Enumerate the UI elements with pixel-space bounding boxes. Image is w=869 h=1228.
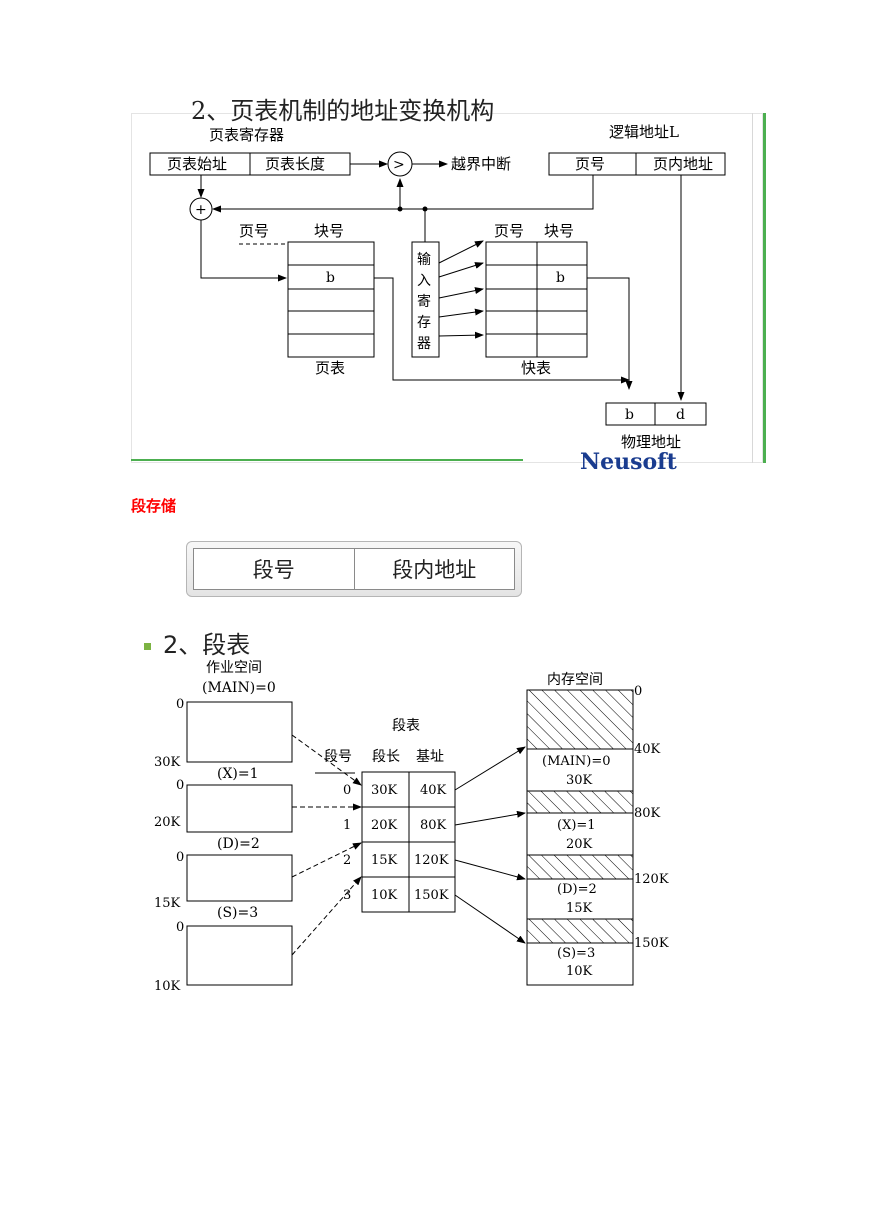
page-table-col-page: 页号 xyxy=(239,222,269,240)
overflow-interrupt-label: 越界中断 xyxy=(451,155,511,173)
physical-address-box xyxy=(605,402,707,426)
job-seg2-start: 0 xyxy=(176,850,184,865)
row2-len: 15K xyxy=(371,853,398,868)
job-seg1-name: (X)=1 xyxy=(217,766,259,782)
segment-offset-cell: 段内地址 xyxy=(353,549,515,589)
memory-free-2 xyxy=(526,854,634,880)
memory-seg3-name: (S)=3 xyxy=(557,946,595,961)
page-table-col-block: 块号 xyxy=(314,222,344,240)
row3-base: 150K xyxy=(414,888,449,903)
job-seg1-start: 0 xyxy=(176,778,184,793)
logical-page-no-label: 页号 xyxy=(575,155,605,173)
input-register-char-4: 存 xyxy=(417,315,431,331)
input-register-char-2: 入 xyxy=(417,273,431,289)
job-seg0-start: 0 xyxy=(176,697,184,712)
row3-no: 3 xyxy=(343,888,351,903)
tlb-col-block: 块号 xyxy=(544,222,574,240)
table-header-base: 基址 xyxy=(416,748,444,765)
segment-address-format: 段号 段内地址 xyxy=(186,541,522,597)
tlb-caption: 快表 xyxy=(521,359,551,377)
input-register-char-1: 输 xyxy=(417,252,431,268)
row3-len: 10K xyxy=(371,888,398,903)
row1-no: 1 xyxy=(343,818,351,833)
row0-no: 0 xyxy=(343,783,351,798)
input-register-char-5: 器 xyxy=(417,336,431,352)
job-seg0-end: 30K xyxy=(154,755,181,770)
memory-seg0-size: 30K xyxy=(566,773,593,788)
page-table-register-label: 页表寄存器 xyxy=(209,126,284,144)
physical-block: b xyxy=(625,407,634,423)
comparator-symbol: > xyxy=(393,157,405,173)
page-table-caption: 页表 xyxy=(315,359,345,377)
segment-table-title: 2、段表 xyxy=(144,625,250,660)
logical-offset-label: 页内地址 xyxy=(653,155,713,173)
page-table-length-label: 页表长度 xyxy=(265,155,325,173)
logical-address-label: 逻辑地址L xyxy=(609,123,679,141)
row0-len: 30K xyxy=(371,783,398,798)
paging-diagram: 2、页表机制的地址变换机构 页表寄存器 页表始址 页表长度 > 越界中断 逻辑地… xyxy=(131,97,726,475)
memory-free-0 xyxy=(526,689,634,750)
job-seg2-name: (D)=2 xyxy=(217,836,260,852)
memory-seg3-size: 10K xyxy=(566,964,593,979)
bullet-icon xyxy=(144,642,151,650)
job-seg1-end: 20K xyxy=(154,815,181,830)
job-seg1 xyxy=(186,784,293,833)
job-seg3-name: (S)=3 xyxy=(217,905,258,921)
segment-table-title-text: 2、段表 xyxy=(163,631,251,659)
page-table-start-label: 页表始址 xyxy=(167,155,227,173)
memory-seg1-size: 20K xyxy=(566,837,593,852)
job-seg3 xyxy=(186,925,293,986)
memory-boundary-80k: 80K xyxy=(634,806,661,821)
memory-boundary-120k: 120K xyxy=(634,872,669,887)
row2-base: 120K xyxy=(414,853,449,868)
page-table-entry: b xyxy=(326,270,335,286)
page-table xyxy=(287,241,375,358)
section-heading: 段存储 xyxy=(131,497,177,515)
memory-free-3 xyxy=(526,918,634,944)
segment-no-cell: 段号 xyxy=(252,558,295,582)
adder-symbol: + xyxy=(195,202,207,218)
table-header-len: 段长 xyxy=(372,749,400,765)
input-register xyxy=(411,241,440,358)
input-register-char-3: 寄 xyxy=(417,293,431,310)
memory-free-1 xyxy=(526,790,634,814)
job-seg3-start: 0 xyxy=(176,920,184,935)
row0-base: 40K xyxy=(420,783,447,798)
segment-table-caption: 段表 xyxy=(392,718,420,734)
physical-address-label: 物理地址 xyxy=(621,433,681,451)
tlb-col-page: 页号 xyxy=(494,222,524,240)
job-seg3-end: 10K xyxy=(154,979,181,994)
memory-space-label: 内存空间 xyxy=(547,672,603,688)
physical-offset: d xyxy=(676,407,685,423)
tlb-entry: b xyxy=(556,270,565,286)
memory-seg0-name: (MAIN)=0 xyxy=(542,754,611,769)
memory-seg2-size: 15K xyxy=(566,901,593,916)
memory-boundary-150k: 150K xyxy=(634,936,669,951)
job-seg2 xyxy=(186,854,293,902)
job-seg0-name: (MAIN)=0 xyxy=(202,680,276,696)
row1-base: 80K xyxy=(420,818,447,833)
segment-diagram: 作业空间 (MAIN)=0 0 30K (X)=1 0 20K (D)=2 0 … xyxy=(154,660,669,994)
paging-diagram-panel: 2、页表机制的地址变换机构 页表寄存器 页表始址 页表长度 > 越界中断 逻辑地… xyxy=(131,97,766,475)
memory-boundary-40k: 40K xyxy=(634,742,661,757)
job-seg2-end: 15K xyxy=(154,896,181,911)
diagram-title-clipped: 2、页表机制的地址变换机构 xyxy=(191,97,494,125)
job-space-label: 作业空间 xyxy=(206,660,262,676)
table-header-no: 段号 xyxy=(324,749,352,765)
row2-no: 2 xyxy=(343,853,351,868)
memory-seg2-name: (D)=2 xyxy=(557,882,597,897)
memory-seg1-name: (X)=1 xyxy=(557,818,596,833)
row1-len: 20K xyxy=(371,818,398,833)
memory-top-label: 0 xyxy=(634,684,642,699)
neusoft-logo: Neusoft xyxy=(580,449,678,475)
panel-scroll-divider xyxy=(752,113,753,463)
job-seg0 xyxy=(186,701,293,763)
